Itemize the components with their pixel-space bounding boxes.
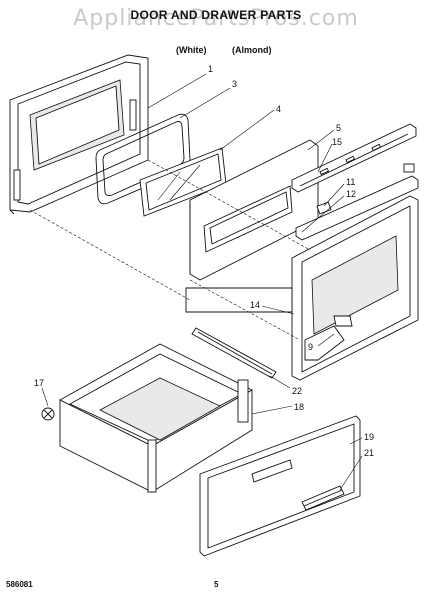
callout-14: 14 [250,300,260,310]
callout-21: 21 [364,448,374,458]
callout-17: 17 [34,378,44,388]
outer-door-frame [9,54,149,215]
footer-code: 586081 [6,580,33,589]
insulation-shield [185,287,293,313]
window-glass [139,147,227,217]
callout-9: 9 [308,342,313,352]
callout-22: 22 [292,386,302,396]
drawer-handle [301,485,345,511]
page-title: DOOR AND DRAWER PARTS [130,8,302,22]
subtitle-almond: (Almond) [232,45,272,55]
callout-5: 5 [336,123,341,133]
handle-trim [295,163,419,241]
callout-18: 18 [294,402,304,412]
clip [316,201,332,215]
storage-drawer [59,343,253,493]
door-trim [291,123,417,193]
callout-19: 19 [364,432,374,442]
drawer-slide [191,327,277,379]
watermark: AppliancePartsPros.com [73,6,359,31]
alignment-lines [29,159,311,341]
callout-1: 1 [208,64,213,74]
footer-page-number: 5 [214,580,219,589]
callout-15: 15 [332,137,342,147]
drawer-front [199,415,361,557]
callout-3: 3 [232,79,237,89]
inner-door-panel [189,139,319,281]
callout-12: 12 [346,189,356,199]
leader-lines [41,73,363,491]
outer-door-panel [291,195,419,381]
screw [41,407,55,421]
callout-11: 11 [346,177,355,187]
subtitle-white: (White) [176,45,207,55]
callout-4: 4 [276,104,281,114]
